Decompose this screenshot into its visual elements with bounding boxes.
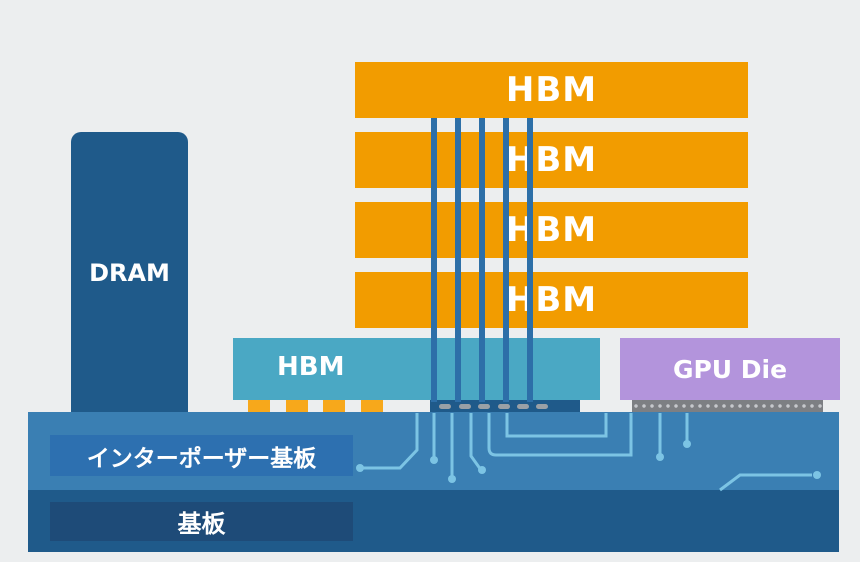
trace-dots xyxy=(356,440,821,483)
solder-bump xyxy=(286,400,308,412)
microbump xyxy=(536,404,548,409)
solder-bump xyxy=(248,400,270,412)
microbump xyxy=(459,404,471,409)
gpu-bump-bar xyxy=(632,400,823,412)
microbump xyxy=(498,404,510,409)
hbm-stack-layer: HBM xyxy=(355,132,748,188)
tsv xyxy=(455,118,461,402)
dram-label: DRAM xyxy=(89,259,170,287)
tsv xyxy=(527,118,533,402)
interposer-label-box: インターポーザー基板 xyxy=(50,435,353,476)
interposer-label: インターポーザー基板 xyxy=(86,445,317,472)
hbm-layer-label: HBM xyxy=(505,140,598,180)
substrate-label: 基板 xyxy=(177,510,226,538)
tsv xyxy=(479,118,485,402)
solder-bump xyxy=(361,400,383,412)
solder-bump xyxy=(323,400,345,412)
gpu-die: GPU Die xyxy=(620,338,840,400)
hbm-stack-layer: HBM xyxy=(355,272,748,328)
microbump xyxy=(439,404,451,409)
tsv xyxy=(503,118,509,402)
hbm-layer-label: HBM xyxy=(505,70,598,110)
microbump xyxy=(478,404,490,409)
tsv xyxy=(431,118,437,402)
hbm-base-die: HBM xyxy=(233,338,600,400)
hbm-stack-layer: HBM xyxy=(355,202,748,258)
microbump xyxy=(517,404,529,409)
substrate-label-box: 基板 xyxy=(50,502,353,541)
hbm-layer-label: HBM xyxy=(505,280,598,320)
hbm-stack-layer: HBM xyxy=(355,62,748,118)
gpu-die-label: GPU Die xyxy=(672,354,788,384)
hbm-layer-label: HBM xyxy=(505,210,598,250)
trace-lines xyxy=(362,413,812,492)
hbm-base-label: HBM xyxy=(277,352,345,382)
dram-block: DRAM xyxy=(71,132,188,414)
